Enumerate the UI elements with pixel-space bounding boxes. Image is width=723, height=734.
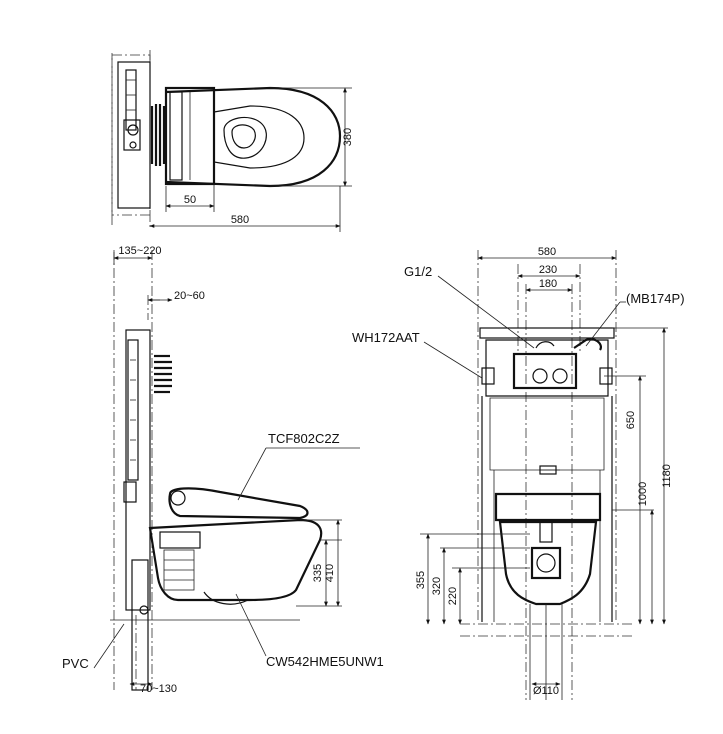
top-dim-offset: 50: [184, 194, 196, 206]
side-view: 135~220 20~60: [62, 245, 384, 695]
side-dim-seat-lo: 335: [312, 564, 324, 582]
top-trap: [223, 116, 267, 159]
front-dim-drain: Ø110: [533, 685, 559, 697]
front-dim-320: 320: [431, 577, 443, 595]
side-dim-seat-hi: 410: [324, 564, 336, 582]
front-dim-width: 580: [538, 246, 556, 258]
side-dim-wall: 20~60: [174, 290, 205, 302]
side-dim-frame: 135~220: [118, 245, 161, 257]
front-dim-230: 230: [539, 264, 557, 276]
top-bowl: [165, 86, 342, 188]
side-dim-bottom: 70~130: [140, 683, 177, 695]
front-dim-1180: 1180: [661, 464, 673, 488]
front-outlet: [530, 546, 562, 580]
side-ribs: [154, 354, 172, 394]
side-carrier: [125, 329, 151, 611]
side-label-bowl: CW542HME5UNW1: [266, 654, 384, 669]
front-cistern: [485, 339, 609, 397]
front-label-inlet: G1/2: [404, 264, 432, 279]
front-dim-1000: 1000: [637, 482, 649, 506]
side-drain-pipe: [131, 559, 149, 691]
front-label-frame: WH172AAT: [352, 330, 420, 345]
side-label-pvc: PVC: [62, 656, 89, 671]
front-label-plate: (MB174P): [626, 291, 685, 306]
front-seat: [494, 492, 602, 522]
front-dim-650: 650: [625, 411, 637, 429]
front-dim-220: 220: [447, 587, 459, 605]
front-bowl: [498, 520, 598, 606]
side-seat: [168, 487, 309, 520]
side-bowl: [148, 518, 323, 602]
top-dim-length: 580: [231, 214, 249, 226]
top-dim-depth: 380: [342, 128, 354, 146]
front-view: 580 230 180: [352, 246, 685, 700]
top-view: 380 50 580: [111, 50, 354, 232]
top-carrier: [117, 61, 151, 209]
top-ribs: [150, 104, 166, 166]
side-label-seat: TCF802C2Z: [268, 431, 340, 446]
front-dim-180: 180: [539, 278, 557, 290]
front-flush-plate: [512, 352, 578, 390]
front-dim-355: 355: [415, 571, 427, 589]
